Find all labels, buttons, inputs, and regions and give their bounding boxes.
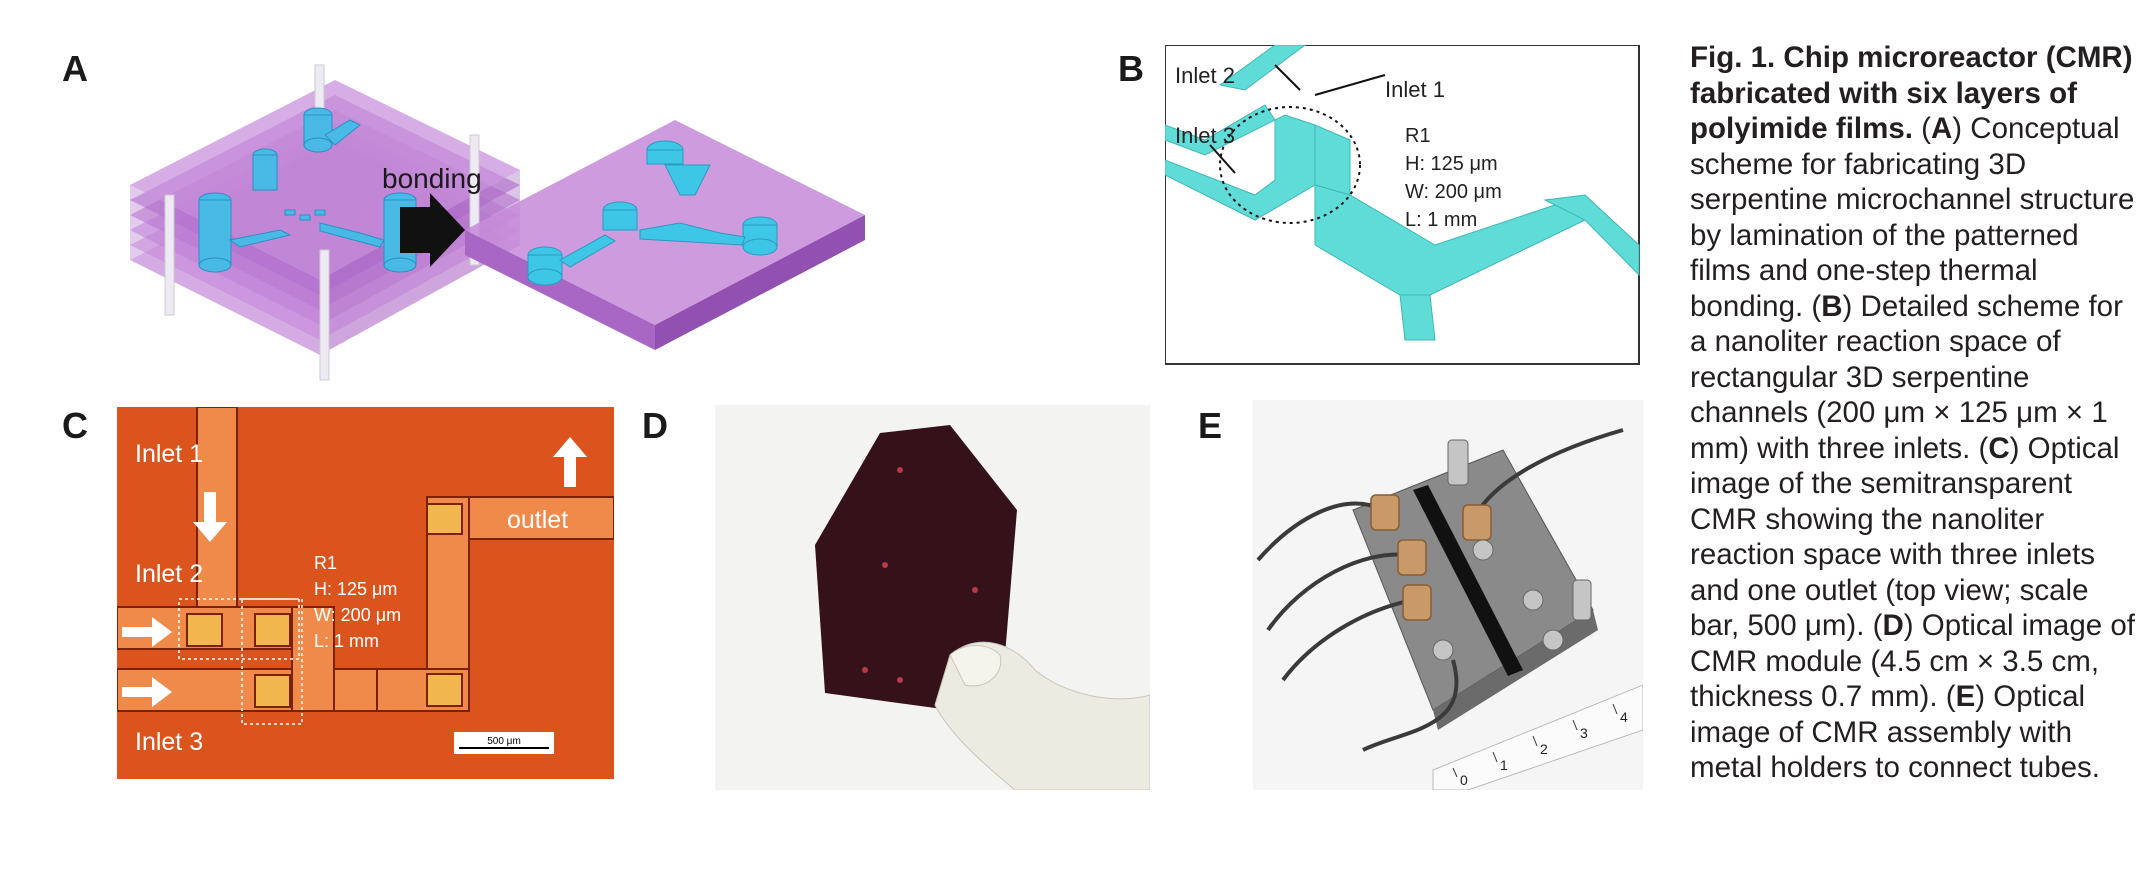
caption-ref-a: A — [1930, 112, 1953, 145]
panel-label-a: A — [62, 48, 88, 89]
caption-seg-c: ) Optical image of the semitransparent C… — [1690, 431, 2120, 643]
caption-ref-c: C — [1988, 431, 2010, 465]
b-inlet2-label: Inlet 2 — [1175, 63, 1235, 88]
caption-seg-e: ) Optical image of CMR assembly with met… — [1690, 680, 2100, 784]
b-height-label: H: 125 μm — [1405, 153, 1498, 175]
bonded-chip — [465, 120, 865, 350]
caption-ref-e: E — [1955, 680, 1976, 713]
reaction-zone-outline — [1219, 106, 1361, 224]
ruler-digit-0: 0 — [1460, 772, 1468, 788]
caption-seg-a-pre: ( — [1912, 112, 1931, 145]
c-outlet-arrow-icon — [553, 437, 587, 487]
caption-seg-b: ) Detailed scheme for a nanoliter reacti… — [1690, 289, 2123, 465]
panel-label-d: D — [642, 405, 668, 446]
caption-seg-d: ) Optical image of CMR module (4.5 cm × … — [1690, 609, 2135, 713]
ruler-digit-3: 3 — [1580, 725, 1588, 741]
c-inlet3-label: Inlet 3 — [135, 728, 203, 756]
tube-fittings — [1370, 494, 1492, 621]
b-inlet1-label: Inlet 1 — [1385, 77, 1445, 102]
c-inlet2-label: Inlet 2 — [135, 560, 203, 588]
caption-ref-d: D — [1882, 609, 1904, 642]
c-inlet1-label: Inlet 1 — [135, 440, 203, 468]
bonding-label: bonding — [382, 163, 482, 194]
scale-bar-label: 500 μm — [487, 736, 521, 747]
caption-ref-b: B — [1821, 289, 1843, 323]
b-width-label: W: 200 μm — [1405, 181, 1502, 203]
c-height-label: H: 125 μm — [314, 579, 397, 599]
caption-title: Fig. 1. Chip microreactor (CMR) fabricat… — [1690, 41, 2133, 145]
panel-c-optical-top-view: Inlet 1 Inlet 2 Inlet 3 outlet R1 H: 125… — [117, 407, 614, 779]
ruler-digit-1: 1 — [1500, 757, 1508, 773]
ruler-digit-4: 4 — [1620, 709, 1628, 725]
c-outlet-label: outlet — [507, 506, 568, 534]
c-r1-label: R1 — [314, 553, 337, 573]
c-length-label: L: 1 mm — [314, 631, 379, 651]
panel-e-photo-assembly: 0 1 2 3 4 — [1253, 400, 1643, 790]
panel-a-schematic: bonding — [130, 64, 865, 381]
caption-seg-a: ) Conceptual scheme for fabricating 3D s… — [1690, 112, 2135, 323]
ruler-digit-2: 2 — [1540, 741, 1548, 757]
c-inlet3-arrow-icon — [122, 677, 172, 707]
panel-d-photo-module — [715, 405, 1150, 790]
c-inlet1-arrow-icon — [193, 492, 227, 542]
panel-label-c: C — [62, 405, 88, 446]
c-inlet2-arrow-icon — [122, 617, 172, 647]
figure-caption: Fig. 1. Chip microreactor (CMR) fabricat… — [1690, 40, 2135, 786]
cmr-chip-dark — [815, 425, 1017, 710]
c-width-label: W: 200 μm — [314, 605, 401, 625]
bonding-arrow-icon — [400, 193, 465, 267]
panel-label-e: E — [1198, 405, 1223, 446]
panel-b-channel-detail: Inlet 2 Inlet 1 Inlet 3 R1 H: 125 μm W: … — [1165, 45, 1640, 365]
b-inlet3-label: Inlet 3 — [1175, 123, 1235, 148]
b-length-label: L: 1 mm — [1405, 209, 1477, 231]
panel-label-b: B — [1118, 48, 1144, 89]
b-r1-label: R1 — [1405, 125, 1431, 147]
ruler — [1432, 684, 1643, 790]
screws — [1432, 439, 1592, 661]
